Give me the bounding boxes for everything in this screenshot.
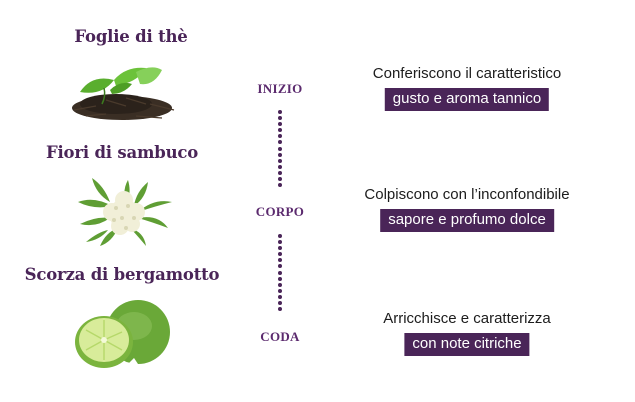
description-coda: Arricchisce e caratterizza	[383, 310, 551, 327]
phase-label-inizio: INIZIO	[257, 81, 303, 96]
tag-inizio: gusto e aroma tannico	[384, 88, 550, 111]
ingredient-title-elderflower: Fiori di sambuco	[45, 143, 199, 162]
description-corpo: Colpiscono con l’inconfondibile	[364, 186, 570, 203]
tag-coda: con note citriche	[404, 333, 530, 356]
ingredient-title-bergamot: Scorza di bergamotto	[24, 265, 220, 284]
dotted-connector-1	[278, 110, 282, 189]
tea-leaves-icon	[72, 67, 175, 120]
ingredient-title-tea: Foglie di thè	[74, 27, 188, 46]
dotted-connector-2	[278, 234, 282, 313]
bergamot-icon	[75, 300, 170, 368]
phase-label-corpo: CORPO	[255, 204, 305, 219]
phase-label-coda: CODA	[260, 329, 300, 344]
description-inizio: Conferiscono il caratteristico	[372, 65, 562, 82]
elderflower-icon	[78, 178, 172, 246]
tag-corpo: sapore e profumo dolce	[380, 209, 554, 232]
